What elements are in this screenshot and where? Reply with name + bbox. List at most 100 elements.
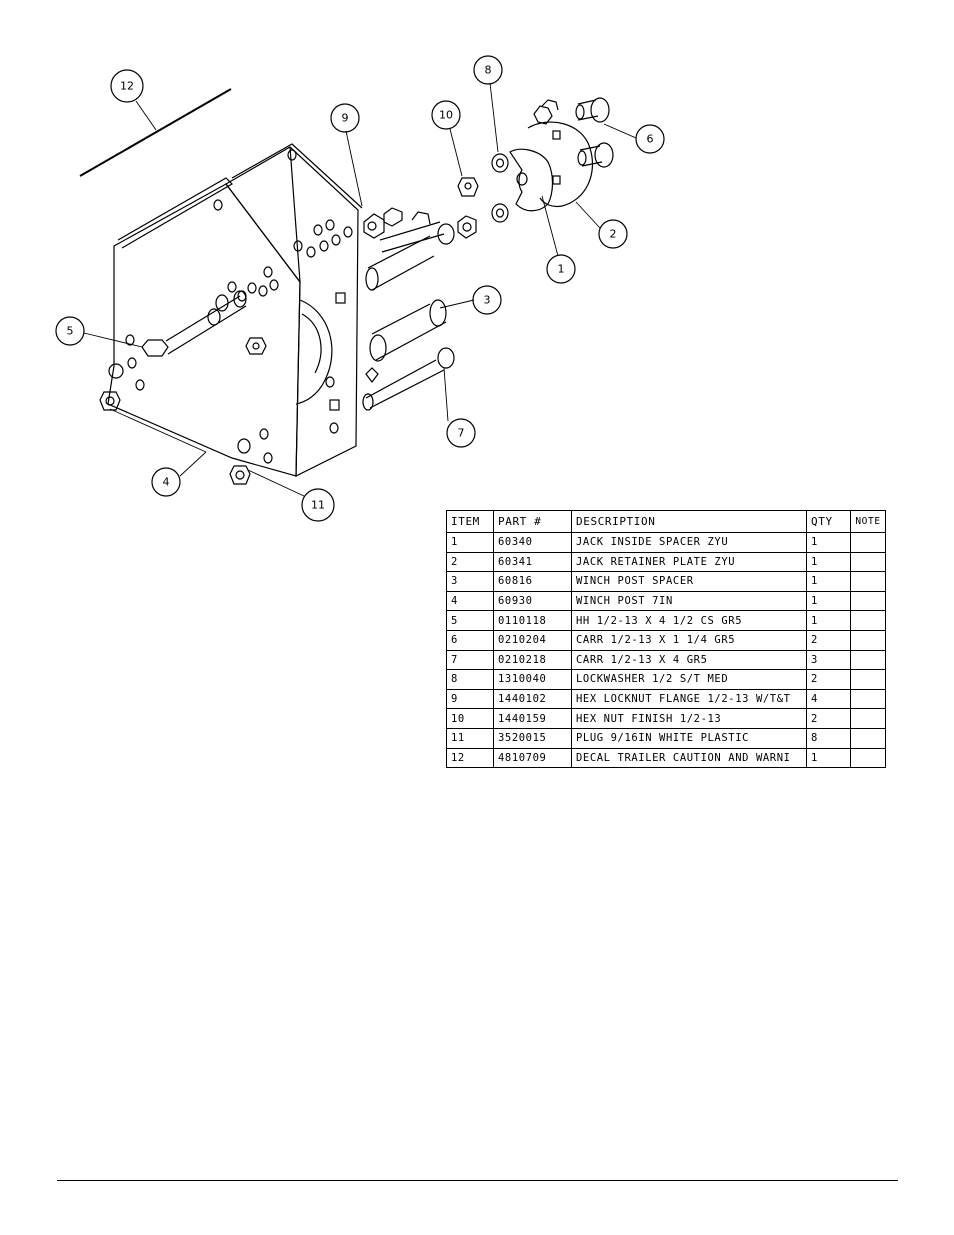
- cell-description: WINCH POST SPACER: [571, 571, 807, 592]
- cell-qty: 1: [806, 610, 851, 631]
- cell-description: HH 1/2-13 X 4 1/2 CS GR5: [571, 610, 807, 631]
- cell-part-number: 60930: [493, 590, 572, 612]
- cell-part-number: 0110118: [493, 610, 572, 631]
- header-item: ITEM: [446, 510, 494, 533]
- table-row: 10 1440159 HEX NUT FINISH 1/2-13 2: [446, 708, 886, 729]
- cell-description: CARR 1/2-13 X 4 GR5: [571, 649, 807, 671]
- svg-text:8: 8: [485, 64, 492, 77]
- callout-10: 10: [431, 100, 461, 130]
- cell-note: [850, 688, 886, 710]
- svg-text:10: 10: [439, 109, 453, 122]
- cell-note: [850, 532, 886, 553]
- hex-bolt-5: [141, 290, 247, 357]
- table-row: 5 0110118 HH 1/2-13 X 4 1/2 CS GR5 1: [446, 610, 886, 631]
- cell-item: 10: [446, 708, 494, 729]
- cell-description: WINCH POST 7IN: [571, 590, 807, 612]
- table-row: 12 4810709 DECAL TRAILER CAUTION AND WAR…: [446, 747, 886, 769]
- cell-part-number: 1440159: [493, 708, 572, 729]
- cell-note: [850, 747, 886, 769]
- jack-collar-inner: [301, 313, 322, 374]
- callout-6: 6: [635, 124, 665, 154]
- cell-qty: 2: [806, 708, 851, 729]
- cell-part-number: 60816: [493, 571, 572, 592]
- plate-fold: [289, 146, 301, 283]
- callout-12: 12: [110, 69, 144, 103]
- hex-nut-plate-hole: [252, 342, 260, 350]
- cell-part-number: 4810709: [493, 747, 572, 769]
- lockwasher-8-bottom-hole: [495, 208, 505, 218]
- cell-note: [850, 551, 886, 573]
- cell-item: 8: [446, 669, 494, 690]
- cell-qty: 1: [806, 551, 851, 573]
- cell-part-number: 60340: [493, 532, 572, 553]
- retainer-slot-top: [552, 130, 561, 140]
- table-row: 9 1440102 HEX LOCKNUT FLANGE 1/2-13 W/T&…: [446, 688, 886, 710]
- cell-description: JACK INSIDE SPACER ZYU: [571, 532, 807, 553]
- callout-2: 2: [598, 219, 628, 249]
- locknuts-left: [99, 363, 251, 485]
- plate-left-edge: [117, 177, 233, 249]
- retainer-slot-bottom: [552, 175, 561, 185]
- cell-description: HEX NUT FINISH 1/2-13: [571, 708, 807, 729]
- cell-qty: 8: [806, 727, 851, 749]
- cell-note: [850, 610, 886, 631]
- svg-text:1: 1: [558, 263, 565, 276]
- cell-qty: 1: [806, 747, 851, 769]
- table-row: 11 3520015 PLUG 9/16IN WHITE PLASTIC 8: [446, 727, 886, 749]
- cell-note: [850, 708, 886, 729]
- callout-11: 11: [301, 488, 335, 522]
- table-row: 3 60816 WINCH POST SPACER 1: [446, 571, 886, 592]
- footer-divider: [57, 1180, 898, 1181]
- cell-part-number: 1440102: [493, 688, 572, 710]
- jack-retainer-plate: [527, 121, 594, 208]
- table-row: 4 60930 WINCH POST 7IN 1: [446, 590, 886, 612]
- cell-item: 12: [446, 747, 494, 769]
- svg-text:12: 12: [120, 80, 134, 93]
- table-row: 8 1310040 LOCKWASHER 1/2 S/T MED 2: [446, 669, 886, 690]
- cell-note: [850, 649, 886, 671]
- parts-list-table: ITEM PART # DESCRIPTION QTY NOTE 1 60340…: [446, 510, 886, 769]
- svg-text:3: 3: [484, 294, 491, 307]
- cell-part-number: 0210218: [493, 649, 572, 671]
- callout-8: 8: [473, 55, 503, 85]
- cell-note: [850, 669, 886, 690]
- cell-description: LOCKWASHER 1/2 S/T MED: [571, 669, 807, 690]
- cell-description: PLUG 9/16IN WHITE PLASTIC: [571, 727, 807, 749]
- hex-nut-10-hole: [464, 182, 472, 190]
- header-qty: QTY: [806, 510, 851, 533]
- plate-right-bend: [231, 143, 363, 209]
- decal-line: [79, 88, 232, 177]
- winch-post-spacers: [365, 235, 447, 362]
- cell-note: [850, 571, 886, 592]
- svg-text:7: 7: [458, 427, 465, 440]
- svg-text:11: 11: [311, 499, 325, 512]
- cell-part-number: 1310040: [493, 669, 572, 690]
- header-note: NOTE: [850, 510, 886, 533]
- cell-item: 1: [446, 532, 494, 553]
- lockwasher-8-bottom: [491, 203, 509, 223]
- carriage-bolts-6: [533, 97, 614, 168]
- table-row: 1 60340 JACK INSIDE SPACER ZYU 1: [446, 532, 886, 553]
- lockwasher-8-top-hole: [495, 158, 505, 168]
- cell-description: HEX LOCKNUT FLANGE 1/2-13 W/T&T: [571, 688, 807, 710]
- hex-nut-10: [457, 177, 479, 197]
- svg-text:2: 2: [610, 228, 617, 241]
- callout-4: 4: [151, 467, 181, 497]
- cell-item: 4: [446, 590, 494, 612]
- winch-post-plate-left: [107, 183, 301, 477]
- hex-nut-plate: [245, 337, 267, 355]
- table-row: 6 0210204 CARR 1/2-13 X 1 1/4 GR5 2: [446, 629, 886, 651]
- svg-text:5: 5: [67, 325, 74, 338]
- cell-part-number: 3520015: [493, 727, 572, 749]
- jack-spacer-hole: [516, 172, 528, 186]
- cell-item: 6: [446, 629, 494, 651]
- cell-qty: 2: [806, 669, 851, 690]
- cell-part-number: 0210204: [493, 629, 572, 651]
- cell-item: 11: [446, 727, 494, 749]
- cell-qty: 1: [806, 590, 851, 612]
- callout-9: 9: [330, 103, 360, 133]
- cell-item: 9: [446, 688, 494, 710]
- cell-item: 3: [446, 571, 494, 592]
- cell-qty: 2: [806, 629, 851, 651]
